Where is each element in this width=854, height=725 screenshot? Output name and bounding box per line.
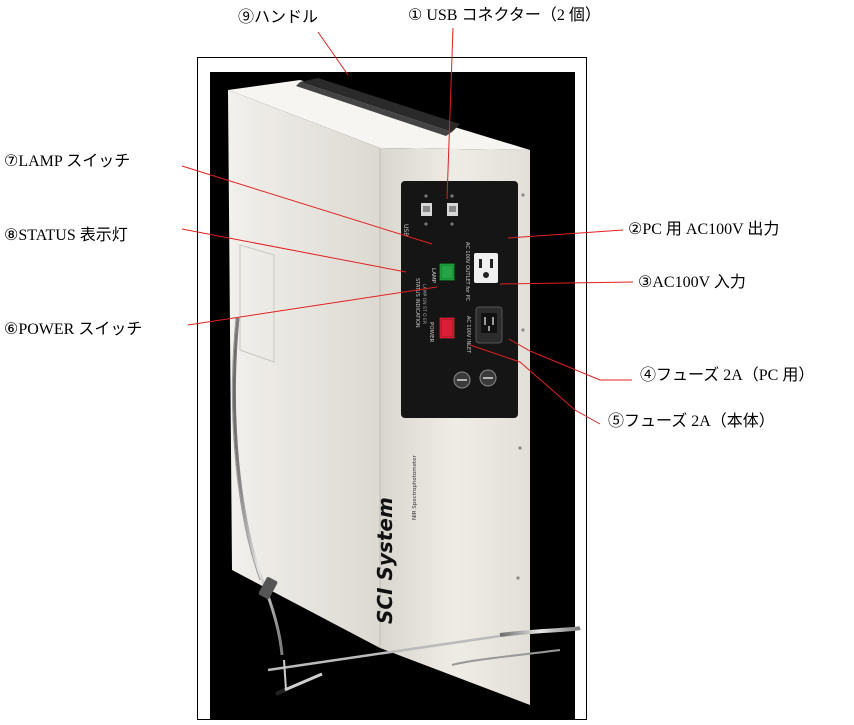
panel-status-sub-text: LAMP ON ST O ER — [421, 284, 427, 324]
label-power-switch: ⑥POWER スイッチ — [4, 321, 143, 338]
handle — [296, 78, 460, 136]
label-status-indicator: ⑧STATUS 表示灯 — [4, 227, 128, 244]
panel-status-text: STATUS INDICATION — [414, 278, 420, 328]
panel-inlet-text: AC 100V INLET — [465, 316, 471, 354]
fiber-probe — [258, 577, 323, 696]
ac-outlet-pc — [474, 253, 498, 283]
label-fuse-pc: ④フューズ 2A（PC 用） — [640, 367, 815, 384]
panel-power-text: POWER — [428, 322, 434, 343]
device-top-face — [228, 80, 530, 150]
ac-inlet — [475, 306, 503, 344]
leader-lines — [181, 27, 634, 425]
label-handle: ⑨ハンドル — [238, 9, 319, 26]
label-pc-ac-output: ②PC 用 AC100V 出力 — [628, 221, 780, 238]
device-side-face — [228, 90, 380, 648]
model-text: NIR Spectrophotometer — [412, 454, 418, 520]
control-panel — [401, 181, 518, 418]
label-usb-connector: ① USB コネクター（2 個） — [408, 7, 601, 24]
label-fuse-main: ⑤フューズ 2A（本体） — [608, 413, 775, 430]
panel-lamp-text: LAMP — [430, 268, 436, 284]
label-ac-input: ③AC100V 入力 — [638, 274, 746, 291]
optical-fiber-cables — [231, 317, 581, 691]
panel-usb-text: USB — [402, 224, 409, 236]
device-side-panel — [239, 244, 275, 363]
fuse-holders — [453, 369, 497, 389]
panel-outlet-text: AC 100V OUTLET for PC — [464, 242, 470, 302]
label-lamp-switch: ⑦LAMP スイッチ — [4, 153, 131, 170]
front-screws — [516, 193, 525, 580]
usb-ports — [421, 194, 458, 226]
brand-text: SCI System — [373, 497, 397, 624]
